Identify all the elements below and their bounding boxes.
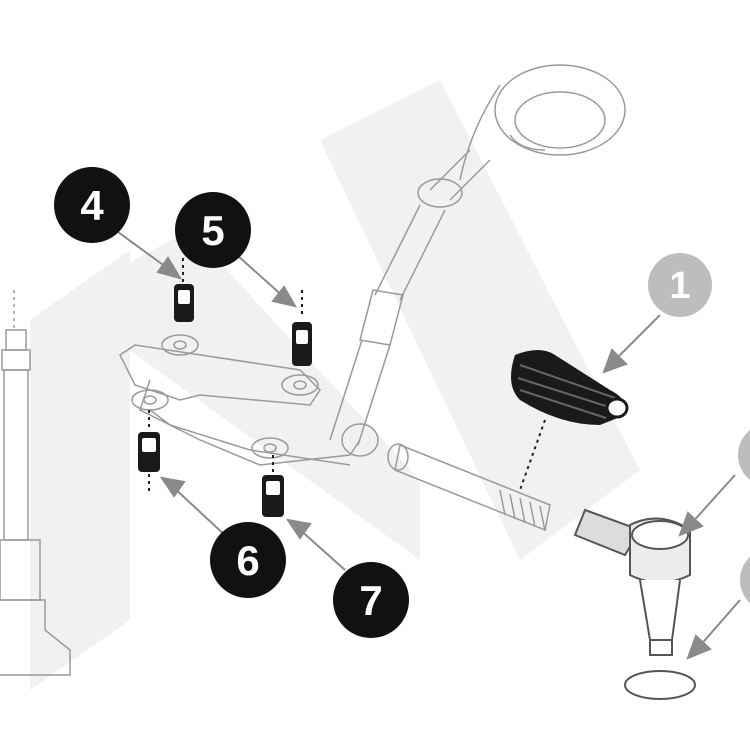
arrow-6 — [159, 476, 229, 539]
tie-rod — [387, 443, 551, 532]
callout-2-partial[interactable] — [738, 423, 750, 487]
fitting-7 — [262, 455, 284, 517]
arrow-5 — [237, 255, 298, 308]
steering-wheel — [459, 64, 626, 181]
callout-7[interactable]: 7 — [333, 562, 409, 638]
arrow-3 — [686, 599, 741, 660]
arrow-4 — [117, 231, 183, 280]
callout-4-label: 4 — [80, 182, 104, 229]
callout-7-label: 7 — [359, 577, 382, 624]
arrow-2 — [678, 474, 736, 537]
grease-fittings — [138, 258, 312, 517]
callout-4[interactable]: 4 — [54, 167, 130, 243]
callout-5-label: 5 — [201, 207, 224, 254]
arrow-7 — [285, 518, 346, 571]
rubber-boot — [511, 350, 629, 491]
leader-arrows — [117, 231, 741, 660]
callout-5[interactable]: 5 — [175, 192, 251, 268]
callout-1-label: 1 — [669, 265, 690, 307]
callout-6[interactable]: 6 — [210, 522, 286, 598]
fitting-5 — [292, 290, 312, 366]
callout-6-label: 6 — [236, 537, 259, 584]
left-post — [0, 290, 71, 676]
callout-3-partial[interactable] — [740, 548, 750, 612]
arrow-1 — [602, 314, 661, 374]
tie-rod-end — [573, 508, 696, 700]
callout-1[interactable]: 1 — [648, 253, 712, 317]
fitting-6 — [138, 410, 160, 492]
fitting-4 — [174, 258, 194, 322]
steering-rod — [329, 149, 491, 457]
watermark — [30, 80, 640, 690]
